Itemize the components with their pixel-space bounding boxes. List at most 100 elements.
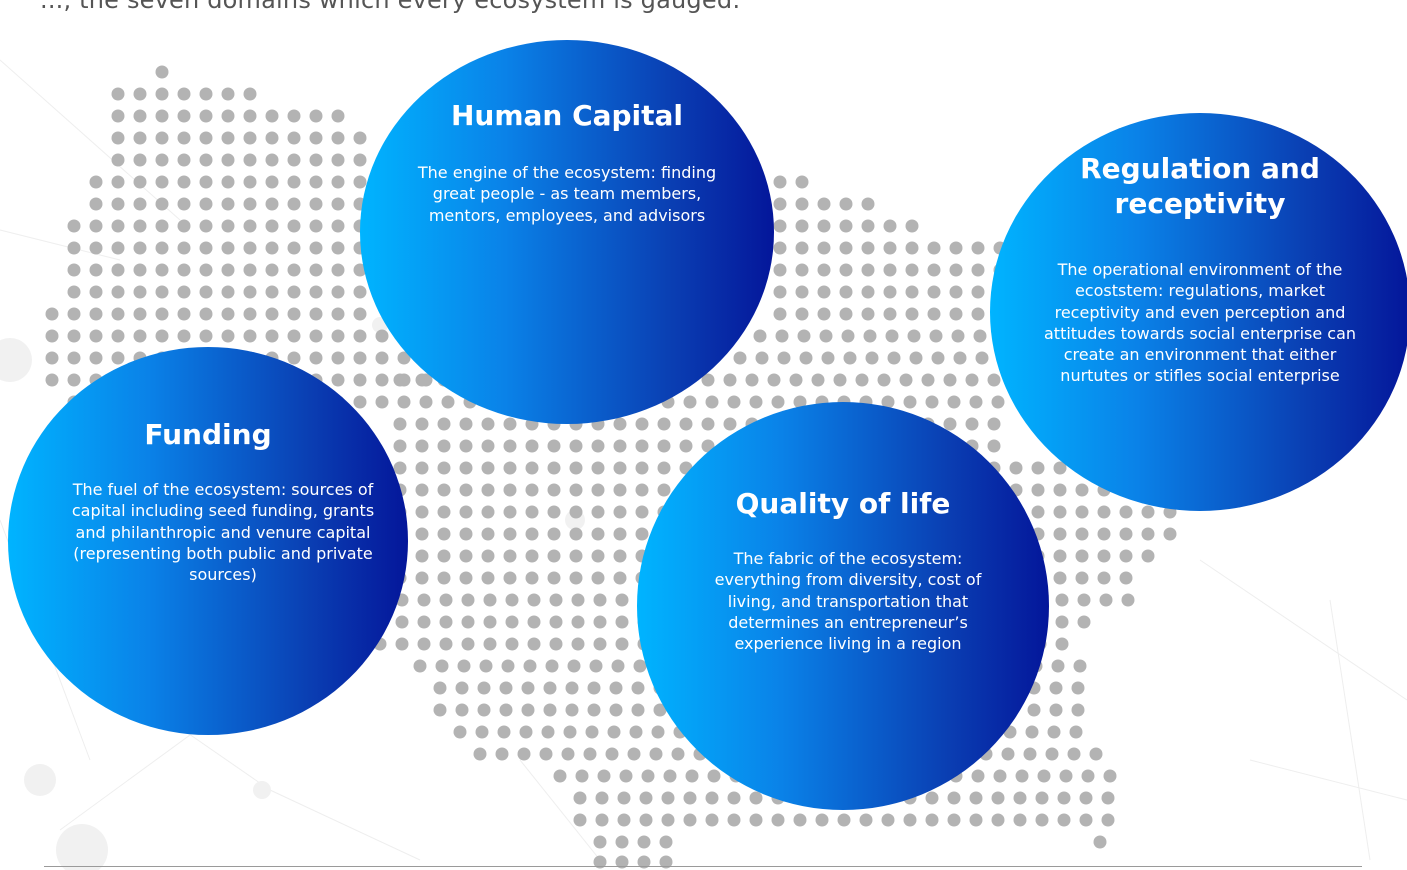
- map-dot: [155, 329, 169, 343]
- map-dot: [587, 703, 601, 717]
- map-dot: [553, 769, 567, 783]
- map-dot: [503, 571, 517, 585]
- map-dot: [525, 483, 539, 497]
- map-dot: [633, 659, 647, 673]
- map-dot: [111, 351, 125, 365]
- map-dot: [177, 153, 191, 167]
- map-dot: [67, 373, 81, 387]
- map-dot: [861, 263, 875, 277]
- map-dot: [437, 417, 451, 431]
- map-dot: [1097, 571, 1111, 585]
- map-dot: [659, 835, 673, 849]
- map-dot: [883, 307, 897, 321]
- map-dot: [89, 175, 103, 189]
- map-dot: [353, 153, 367, 167]
- map-dot: [1023, 747, 1037, 761]
- map-dot: [863, 329, 877, 343]
- map-dot: [413, 659, 427, 673]
- map-dot: [859, 813, 873, 827]
- map-dot: [949, 263, 963, 277]
- map-dot: [45, 307, 59, 321]
- map-dot: [45, 373, 59, 387]
- map-dot: [639, 791, 653, 805]
- map-dot: [177, 197, 191, 211]
- map-dot: [1013, 791, 1027, 805]
- map-dot: [1053, 527, 1067, 541]
- map-dot: [527, 637, 541, 651]
- map-dot: [909, 351, 923, 365]
- map-dot: [1027, 703, 1041, 717]
- map-dot: [1101, 813, 1115, 827]
- map-dot: [927, 263, 941, 277]
- map-dot: [547, 483, 561, 497]
- map-dot: [437, 549, 451, 563]
- map-dot: [927, 241, 941, 255]
- map-dot: [1009, 461, 1023, 475]
- map-dot: [1075, 527, 1089, 541]
- quality-of-life-title: Quality of life: [735, 487, 951, 520]
- map-dot: [657, 461, 671, 475]
- map-dot: [839, 307, 853, 321]
- map-dot: [1031, 505, 1045, 519]
- map-dot: [1071, 703, 1085, 717]
- map-dot: [527, 615, 541, 629]
- map-dot: [473, 747, 487, 761]
- map-dot: [331, 285, 345, 299]
- map-dot: [613, 417, 627, 431]
- map-dot: [67, 241, 81, 255]
- map-dot: [615, 855, 629, 869]
- map-dot: [561, 747, 575, 761]
- map-dot: [111, 329, 125, 343]
- map-dot: [591, 571, 605, 585]
- map-dot: [481, 483, 495, 497]
- map-dot: [437, 483, 451, 497]
- map-dot: [221, 153, 235, 167]
- map-dot: [265, 197, 279, 211]
- map-dot: [525, 549, 539, 563]
- map-dot: [199, 87, 213, 101]
- map-dot: [243, 329, 257, 343]
- map-dot: [575, 769, 589, 783]
- map-dot: [905, 307, 919, 321]
- map-dot: [613, 571, 627, 585]
- map-dot: [419, 395, 433, 409]
- map-dot: [635, 527, 649, 541]
- map-dot: [615, 593, 629, 607]
- map-dot: [753, 329, 767, 343]
- map-dot: [1057, 813, 1071, 827]
- map-dot: [635, 483, 649, 497]
- map-dot: [987, 417, 1001, 431]
- map-dot: [481, 417, 495, 431]
- map-dot: [861, 241, 875, 255]
- map-dot: [89, 241, 103, 255]
- map-dot: [481, 505, 495, 519]
- map-dot: [133, 263, 147, 277]
- map-dot: [1101, 791, 1115, 805]
- map-dot: [459, 549, 473, 563]
- map-dot: [67, 263, 81, 277]
- map-dot: [287, 175, 301, 189]
- map-dot: [973, 329, 987, 343]
- map-dot: [155, 109, 169, 123]
- map-dot: [415, 505, 429, 519]
- map-dot: [671, 747, 685, 761]
- human-capital-title: Human Capital: [450, 99, 684, 132]
- map-dot: [635, 505, 649, 519]
- map-dot: [1053, 571, 1067, 585]
- map-dot: [265, 263, 279, 277]
- map-dot: [661, 791, 675, 805]
- map-dot: [243, 241, 257, 255]
- map-dot: [569, 527, 583, 541]
- map-dot: [925, 791, 939, 805]
- map-dot: [133, 285, 147, 299]
- map-dot: [1059, 769, 1073, 783]
- map-dot: [415, 373, 429, 387]
- map-dot: [679, 417, 693, 431]
- map-dot: [595, 813, 609, 827]
- map-dot: [503, 417, 517, 431]
- map-dot: [789, 373, 803, 387]
- map-dot: [571, 615, 585, 629]
- map-dot: [517, 747, 531, 761]
- map-dot: [155, 241, 169, 255]
- map-dot: [587, 681, 601, 695]
